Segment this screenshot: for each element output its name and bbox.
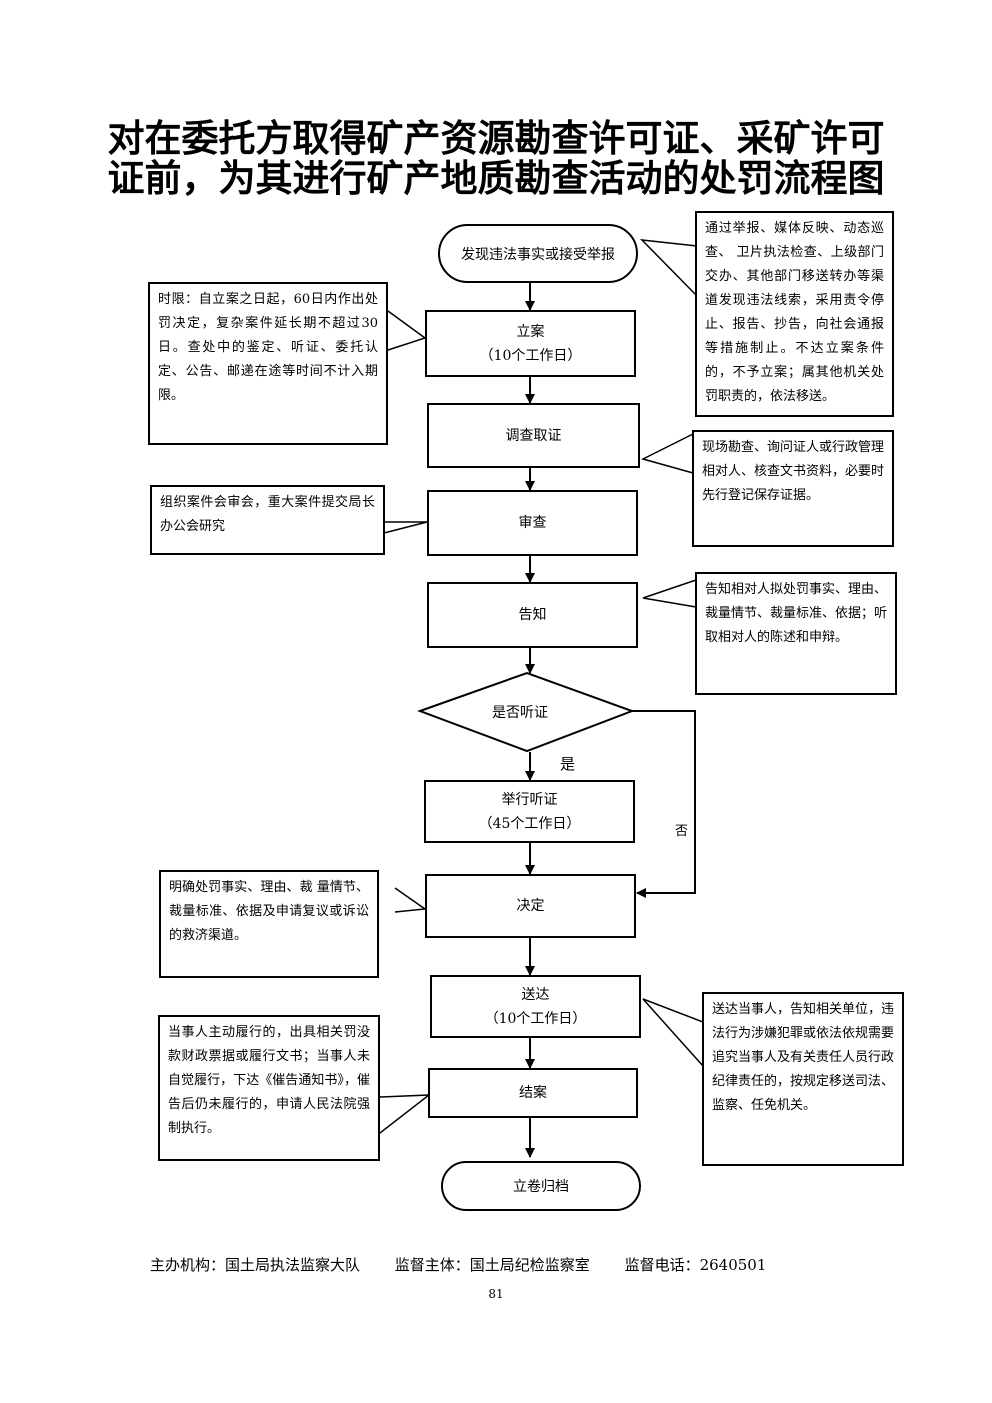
deliver-days: （10个工作日）	[484, 1010, 587, 1027]
archive-label: 立卷归档	[513, 1179, 569, 1195]
callout-evidence	[640, 433, 694, 474]
page-title-line-1: 对在委托方取得矿产资源勘查许可证、采矿许可	[107, 116, 885, 160]
deliver-label: 送达	[521, 986, 550, 1003]
yes-branch-label: 是	[560, 755, 576, 773]
close-label: 结案	[519, 1085, 547, 1101]
start-node-text: 发现违法事实或接受举报	[461, 246, 615, 263]
callout-delivery-content	[642, 998, 704, 1067]
footer-phone: 监督电话：2640501	[624, 1256, 767, 1274]
arrow-no-branch	[632, 710, 696, 898]
notify-label: 告知	[518, 607, 547, 623]
note-evidence: 现场勘查、询问证人或行政管理相对人、核查文书资料，必要时先行登记保存证据。	[692, 430, 894, 547]
close-node: 结案	[428, 1068, 638, 1118]
footer-host: 主办机构：国土局执法监察大队	[150, 1256, 361, 1274]
hearing-label: 举行听证	[501, 791, 558, 808]
deliver-node: 送达 （10个工作日）	[430, 975, 641, 1038]
notify-node: 告知	[427, 582, 638, 648]
note-delivery-content: 送达当事人，告知相关单位，违法行为涉嫌犯罪或依法依规需要追究当事人及有关责任人员…	[702, 992, 904, 1166]
callout-time-limit	[387, 310, 427, 351]
investigate-node: 调查取证	[427, 403, 640, 468]
decide-node: 决定	[425, 874, 636, 938]
callout-notify-content	[642, 579, 697, 608]
review-node: 审查	[427, 490, 638, 556]
page-number: 81	[488, 1287, 504, 1301]
note-time-limit: 时限：自立案之日起，60日内作出处罚决定，复杂案件延长期不超过30日。查处中的鉴…	[148, 282, 388, 445]
hearing-decision-diamond	[417, 671, 635, 753]
no-branch-label: 否	[675, 824, 689, 839]
archive-node: 立卷归档	[441, 1161, 641, 1211]
filing-days: （10个工作日）	[479, 347, 582, 364]
callout-decision-content	[394, 887, 428, 913]
filing-node: 立案 （10个工作日）	[425, 310, 636, 377]
footer: 主办机构：国土局执法监察大队 监督主体：国土局纪检监察室 监督电话：264050…	[150, 1254, 766, 1275]
investigate-label: 调查取证	[505, 427, 562, 444]
hearing-days: （45个工作日）	[478, 815, 581, 832]
hearing-decision-label: 是否听证	[492, 705, 548, 721]
note-notify-content: 告知相对人拟处罚事实、理由、裁量情节、裁量标准、依据；听取相对人的陈述和申辩。	[695, 572, 897, 695]
note-decision-content: 明确处罚事实、理由、裁 量情节、裁量标准、依据及申请复议或诉讼的救济渠道。	[159, 870, 379, 978]
review-label: 审查	[518, 515, 547, 531]
start-node: 发现违法事实或接受举报	[438, 224, 638, 283]
filing-label: 立案	[516, 323, 545, 340]
note-review-meeting: 组织案件会审会，重大案件提交局长办公会研究	[150, 485, 385, 555]
callout-report-sources	[639, 239, 698, 297]
decide-label: 决定	[516, 898, 545, 914]
hearing-node: 举行听证 （45个工作日）	[424, 780, 635, 843]
footer-supervisor: 监督主体：国土局纪检监察室	[394, 1256, 590, 1274]
callout-enforcement	[379, 1094, 432, 1134]
note-report-sources: 通过举报、媒体反映、动态巡查、 卫片执法检查、上级部门交办、其他部门移送转办等渠…	[695, 211, 894, 417]
page-title-line-2: 证前，为其进行矿产地质勘查活动的处罚流程图	[107, 156, 885, 200]
callout-review-meeting	[383, 521, 428, 534]
note-enforcement: 当事人主动履行的，出具相关罚没款财政票据或履行文书；当事人未自觉履行，下达《催告…	[158, 1015, 380, 1161]
